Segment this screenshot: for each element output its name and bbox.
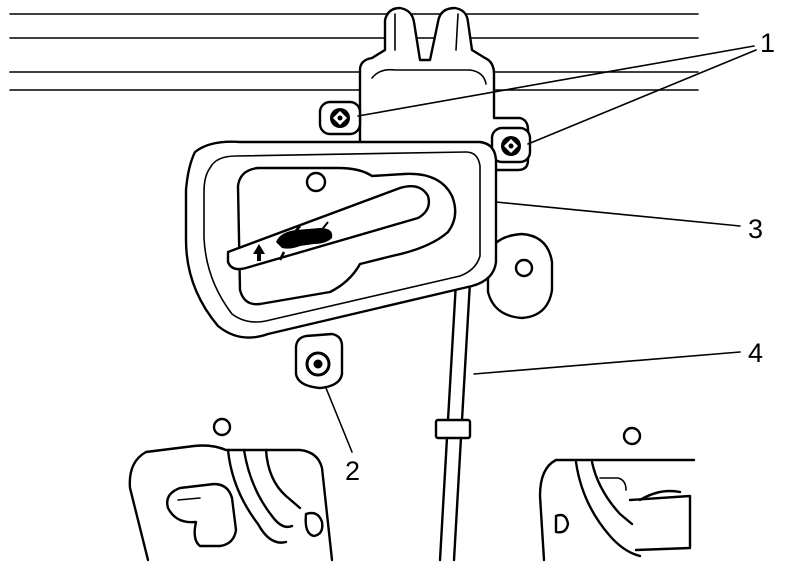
- mounting-bracket: [358, 6, 530, 172]
- release-lever: [226, 185, 431, 271]
- bolt-icon: [294, 332, 344, 390]
- mounting-boss: [486, 232, 554, 320]
- callout-1: 1: [760, 28, 775, 58]
- callout-leader-lines: [325, 45, 757, 453]
- screw-icon: [318, 100, 362, 136]
- callout-2: 2: [345, 456, 360, 486]
- screw-icon: [490, 126, 532, 164]
- body-panel-lines: [9, 13, 699, 91]
- release-cable: [434, 280, 472, 562]
- lower-left-bracket: [128, 417, 334, 562]
- hood-open-symbol-icon: [276, 221, 333, 261]
- lower-right-bracket: [538, 426, 696, 562]
- callout-3: 3: [748, 214, 763, 244]
- callout-4: 4: [748, 338, 763, 368]
- arrow-up-icon: [253, 244, 265, 261]
